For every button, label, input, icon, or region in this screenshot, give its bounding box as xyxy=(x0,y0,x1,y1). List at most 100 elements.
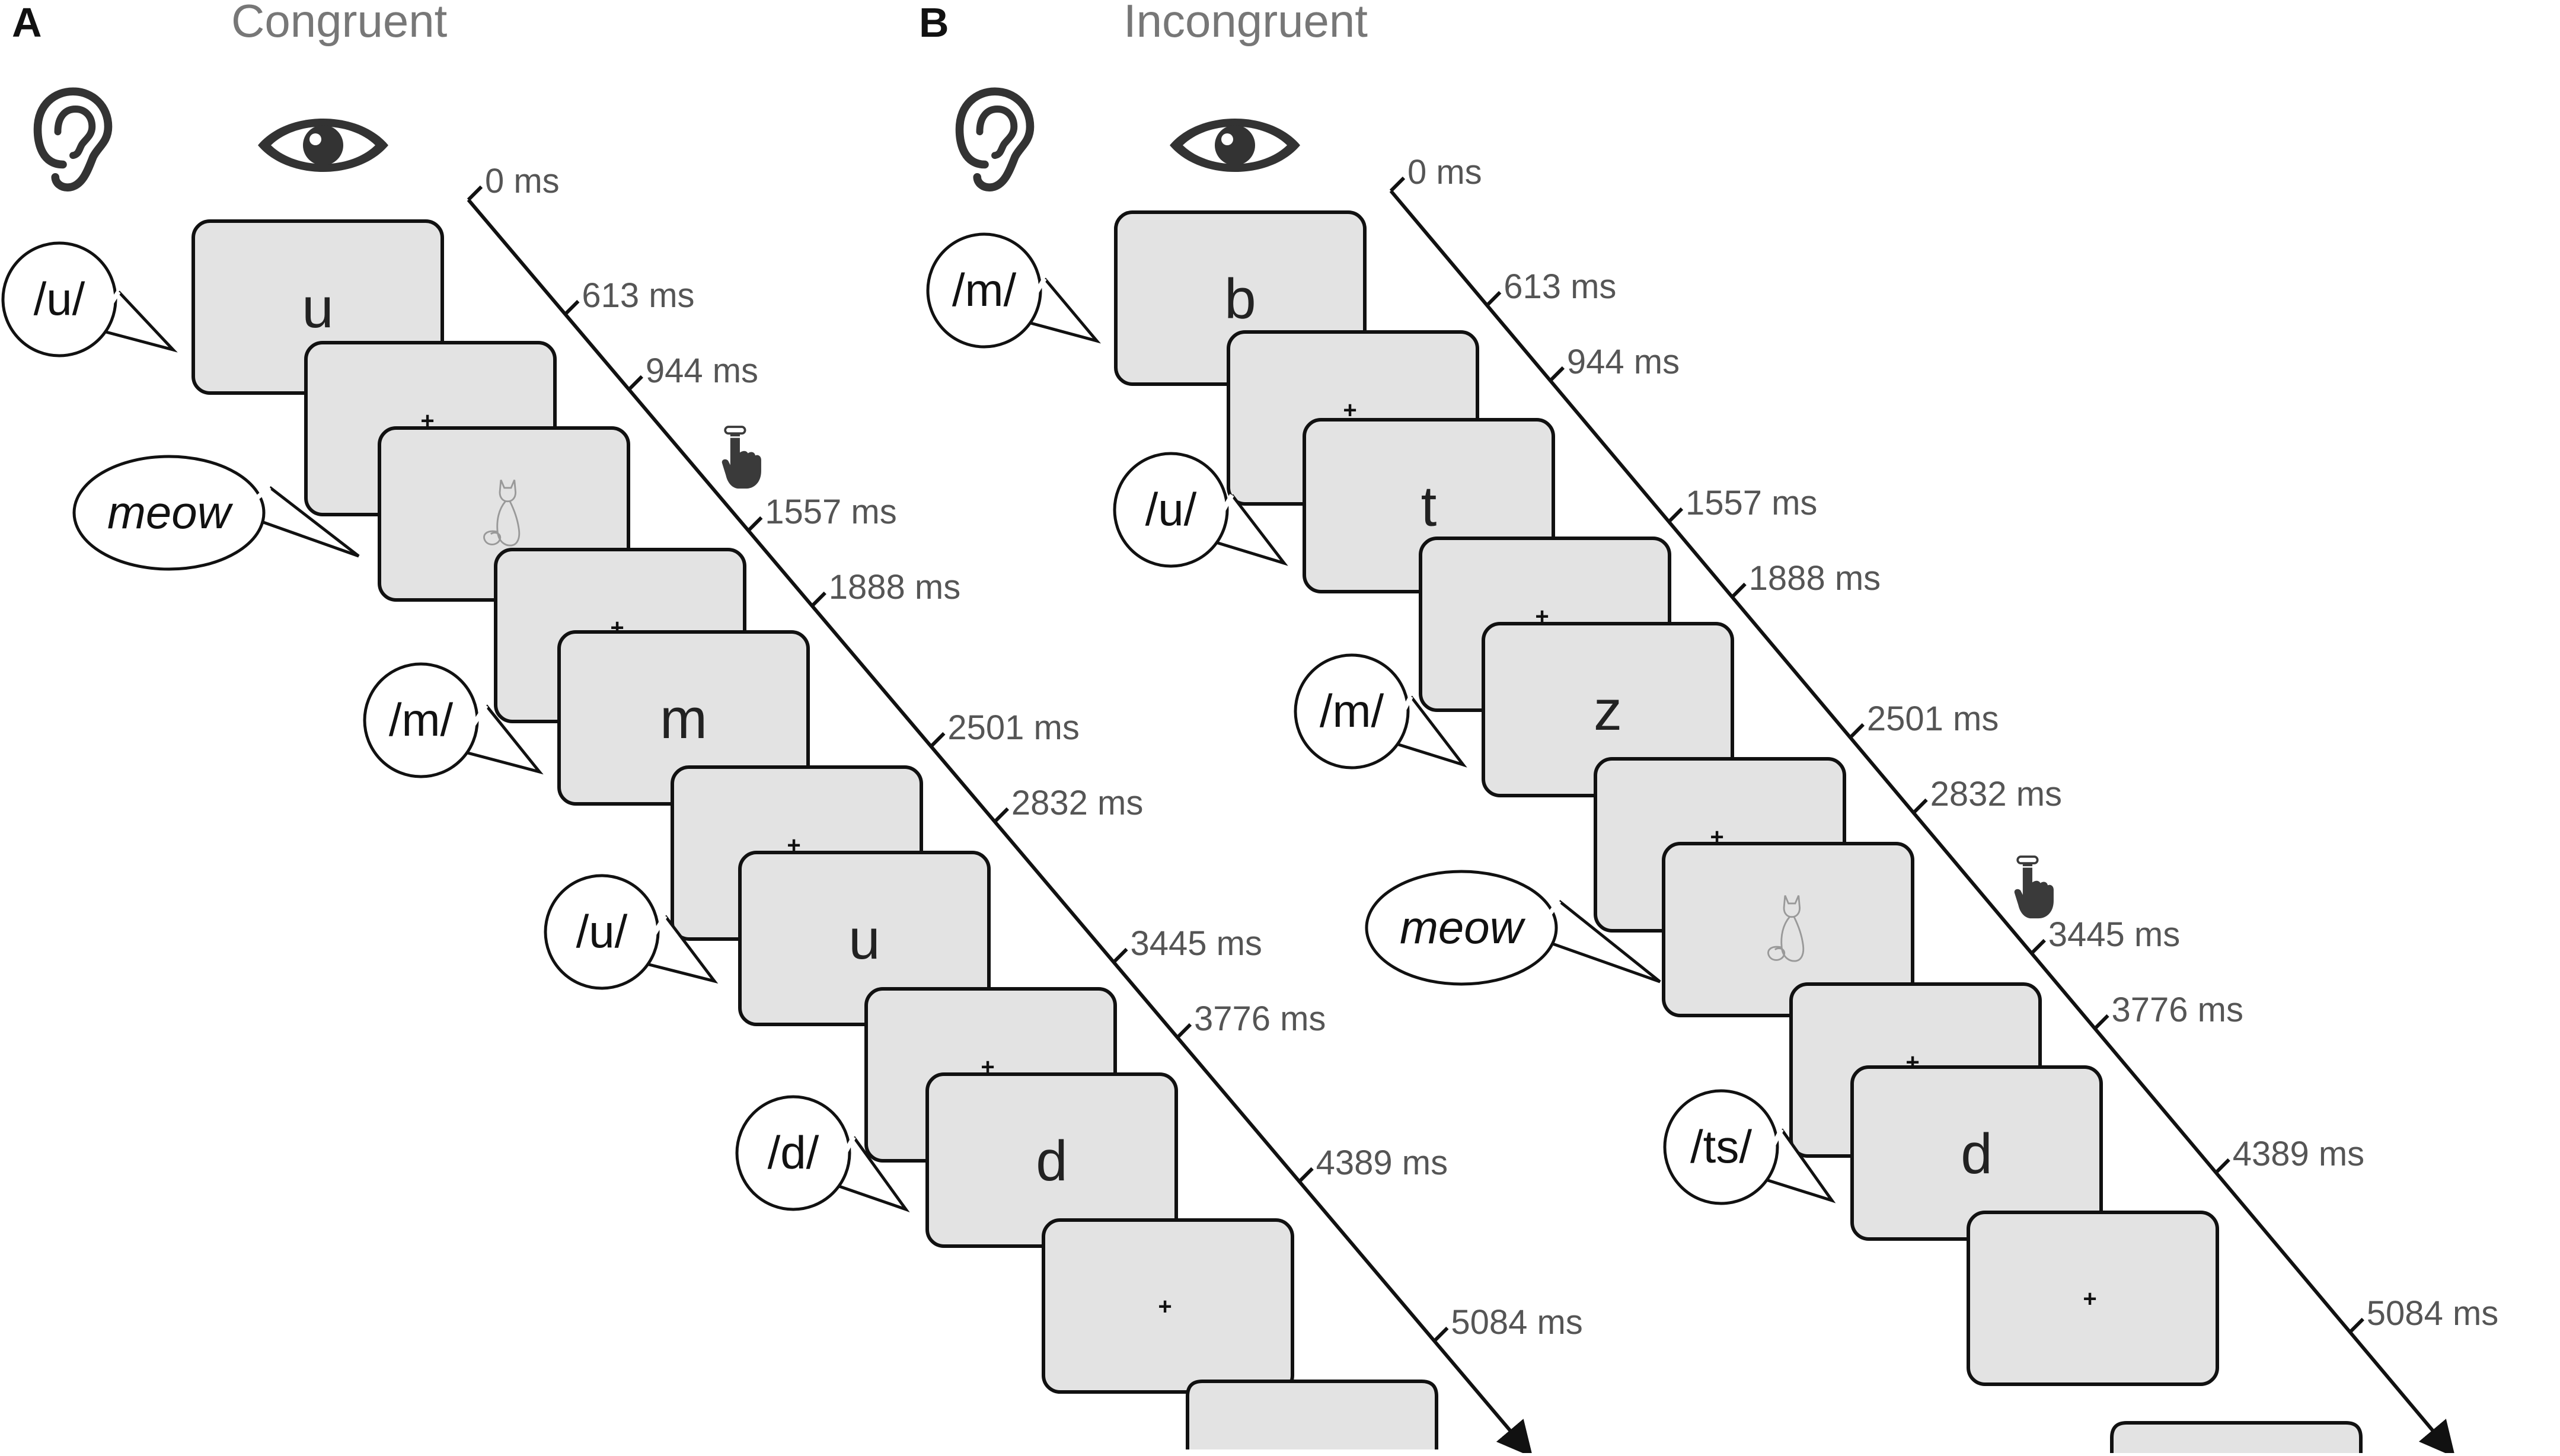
fixation-cross: + xyxy=(1343,397,1356,423)
timeline-tick xyxy=(1389,176,1406,193)
phoneme-label: /m/ xyxy=(1320,685,1384,737)
screen-frame xyxy=(1186,1380,1438,1449)
stimulus-screen: d xyxy=(1850,1065,2103,1241)
speech-bubble: /u/ xyxy=(1113,452,1288,568)
screen-letter: d xyxy=(1036,1129,1067,1193)
timeline-tick xyxy=(1667,507,1684,523)
timeline-tick xyxy=(1176,1023,1192,1039)
speech-bubble: meow xyxy=(72,455,360,571)
speech-bubble: meow xyxy=(1365,870,1661,986)
timeline-tick xyxy=(2030,938,2046,955)
timeline-tick xyxy=(1549,366,1565,382)
bubble-outline xyxy=(1365,870,1558,986)
stimulus-screen: + xyxy=(1042,1218,1294,1394)
bubble-outline xyxy=(1663,1089,1779,1205)
timeline-tick xyxy=(1298,1167,1314,1183)
time-label: 4389 ms xyxy=(2233,1135,2364,1173)
screen-letter: m xyxy=(660,687,707,751)
time-label: 1557 ms xyxy=(1686,484,1817,522)
bubble-outline xyxy=(926,232,1042,349)
time-label: 944 ms xyxy=(1567,343,1680,381)
screen-frame xyxy=(2110,1421,2363,1456)
speech-bubble: /m/ xyxy=(926,232,1102,349)
phoneme-label: /d/ xyxy=(768,1126,819,1179)
stimulus-screen xyxy=(2110,1421,2363,1456)
timeline-tick xyxy=(993,807,1010,823)
eye-icon xyxy=(258,119,388,172)
panel-title: Incongruent xyxy=(1123,0,1368,47)
screen-letter: u xyxy=(302,276,333,340)
screen-letter: b xyxy=(1224,267,1256,331)
speech-bubble: /m/ xyxy=(1294,653,1467,769)
stimulus-screen xyxy=(1662,842,1914,1017)
speech-bubble: /ts/ xyxy=(1663,1089,1836,1205)
screen-letter: t xyxy=(1421,475,1437,538)
phoneme-label: /m/ xyxy=(389,694,454,746)
time-label: 613 ms xyxy=(1504,267,1616,306)
timeline-tick xyxy=(747,516,763,532)
eye-icon xyxy=(1170,119,1300,172)
timeline-arrow xyxy=(467,199,1533,1456)
finger-press-icon xyxy=(2013,855,2055,920)
screen-letter: z xyxy=(1594,679,1622,742)
timeline-tick xyxy=(1486,290,1502,307)
timeline-tick xyxy=(1112,947,1128,964)
animal-sound-label: meow xyxy=(107,486,234,538)
ear-icon xyxy=(38,91,108,187)
finger-press-icon xyxy=(720,426,762,490)
screen-letter: d xyxy=(1961,1122,1992,1186)
time-label: 2501 ms xyxy=(947,708,1079,747)
stimulus-screen xyxy=(1186,1380,1438,1449)
time-label: 944 ms xyxy=(646,352,758,390)
speech-bubble: /u/ xyxy=(544,874,719,990)
ear-icon xyxy=(960,91,1030,187)
time-label: 5084 ms xyxy=(1451,1303,1582,1342)
timeline-tick xyxy=(2093,1014,2109,1030)
timeline-tick xyxy=(1433,1326,1449,1343)
time-label: 2501 ms xyxy=(1867,700,1999,738)
phoneme-label: /ts/ xyxy=(1690,1120,1752,1173)
phoneme-label: /u/ xyxy=(576,905,628,957)
time-label: 3776 ms xyxy=(1194,1000,1326,1038)
timeline-tick xyxy=(1912,798,1928,815)
timeline-tick xyxy=(467,185,483,202)
time-label: 5084 ms xyxy=(2367,1294,2498,1333)
phoneme-label: /m/ xyxy=(952,264,1017,316)
time-label: 0 ms xyxy=(485,162,560,200)
screen-letter: u xyxy=(848,908,880,971)
screen-frame xyxy=(1662,842,1914,1017)
bubble-outline xyxy=(72,455,266,571)
time-label: 1888 ms xyxy=(829,568,960,606)
speech-bubble: /m/ xyxy=(363,662,544,778)
animal-sound-label: meow xyxy=(1400,901,1526,953)
timeline-tick xyxy=(564,299,580,316)
time-label: 2832 ms xyxy=(1930,775,2062,813)
bubble-outline xyxy=(1294,653,1410,769)
time-label: 1557 ms xyxy=(765,493,896,531)
time-label: 3445 ms xyxy=(2048,915,2180,954)
time-label: 4389 ms xyxy=(1316,1144,1448,1182)
timeline-tick xyxy=(930,732,946,748)
phoneme-label: /u/ xyxy=(34,273,85,325)
panel-title: Congruent xyxy=(231,0,448,47)
timeline-tick xyxy=(810,591,826,608)
timeline-tick xyxy=(1731,582,1747,599)
timeline-tick xyxy=(2214,1158,2230,1174)
stimulus-screen: + xyxy=(1967,1211,2219,1386)
time-label: 613 ms xyxy=(582,276,694,315)
timeline-tick xyxy=(627,375,643,391)
time-label: 3776 ms xyxy=(2112,991,2243,1029)
phoneme-label: /u/ xyxy=(1145,483,1197,535)
screen-frame xyxy=(1042,1218,1294,1394)
time-label: 1888 ms xyxy=(1749,559,1881,598)
stimulus-screen: m xyxy=(557,630,810,806)
panel-letter: A xyxy=(12,0,42,46)
screen-frame xyxy=(1967,1211,2219,1386)
fixation-cross: + xyxy=(1158,1294,1172,1320)
timeline-tick xyxy=(1849,723,1865,739)
time-label: 3445 ms xyxy=(1130,924,1262,963)
speech-bubble: /u/ xyxy=(1,241,178,357)
fixation-cross: + xyxy=(2083,1286,2096,1312)
